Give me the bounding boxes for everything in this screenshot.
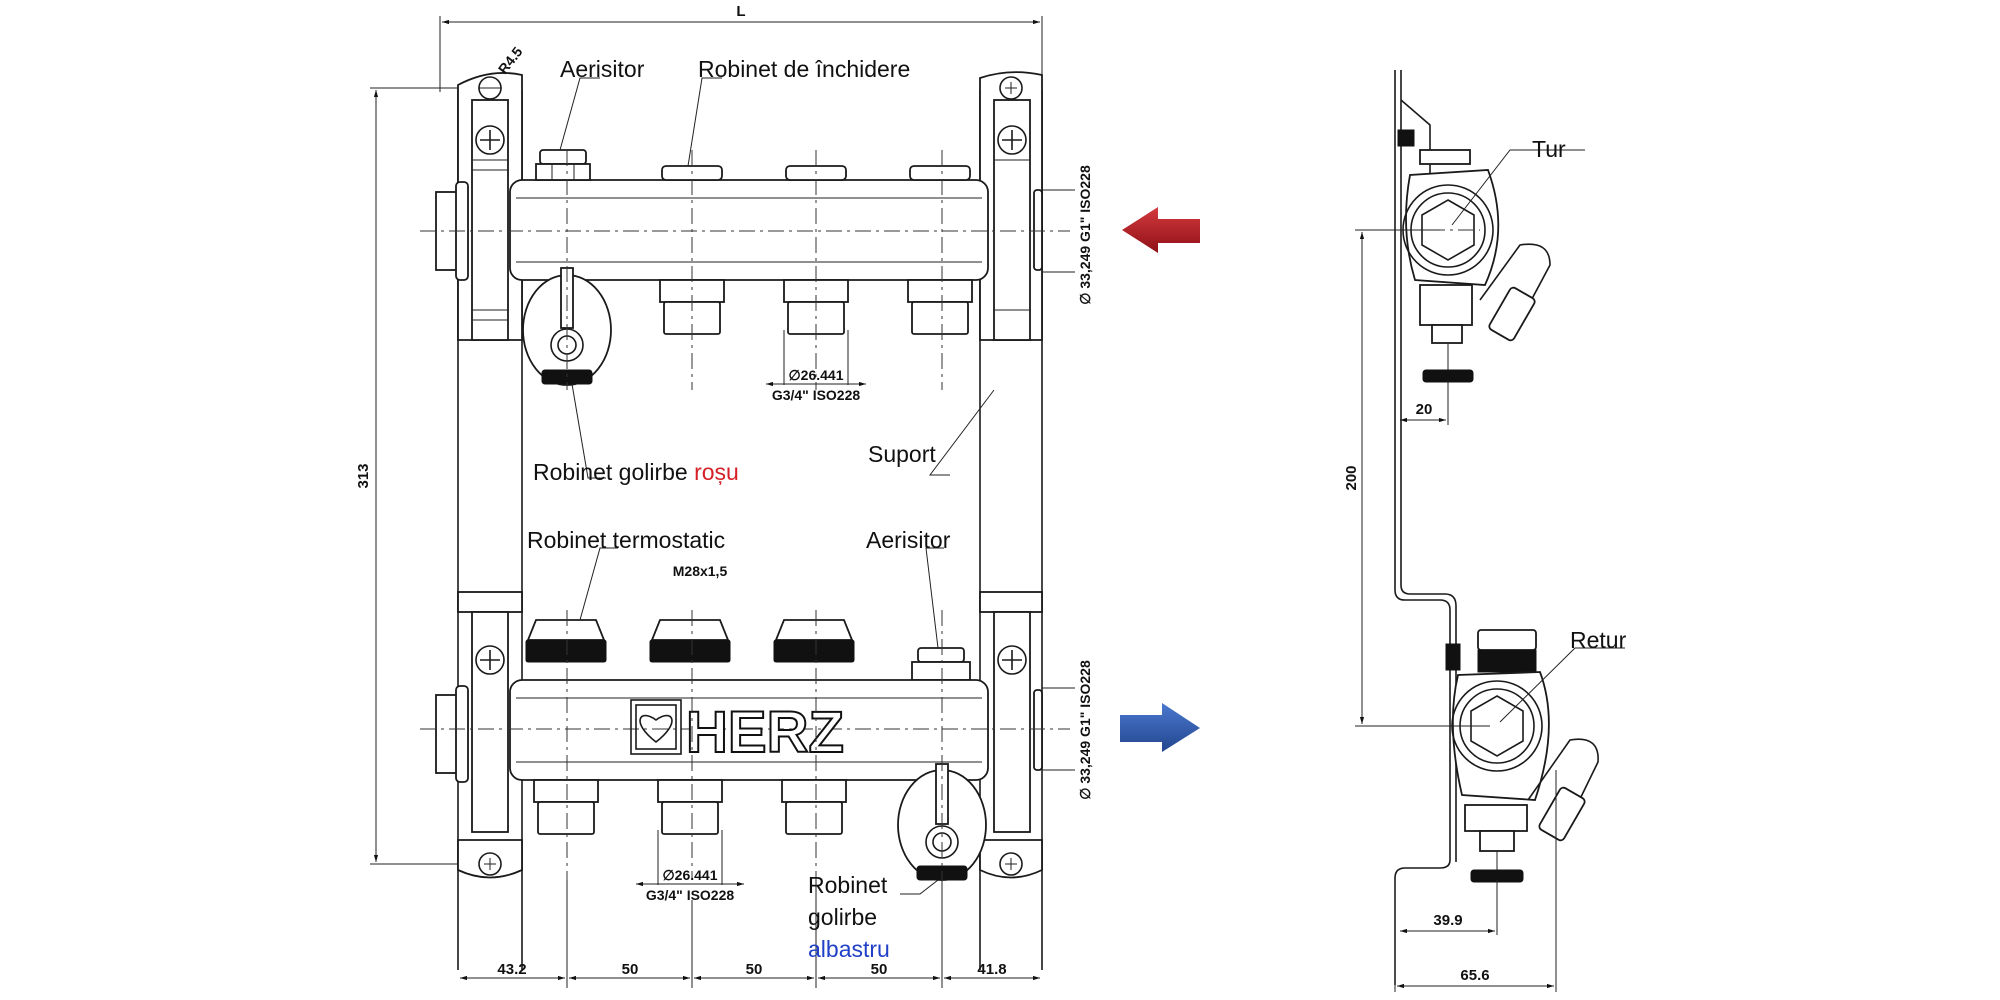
svg-text:∅ 33,249 G1" ISO228: ∅ 33,249 G1" ISO228 [1077, 660, 1093, 800]
heart-icon [639, 714, 673, 744]
mounting-hole-icon [478, 852, 502, 876]
supply-flow-arrow-left-icon [1122, 207, 1200, 253]
mounting-hole-icon [999, 852, 1023, 876]
label-robinet-termostatic: Robinet termostatic [527, 527, 725, 553]
bracket-left-top: R4.5 [457, 44, 526, 341]
bracket-left-bottom [457, 591, 523, 879]
front-view: L 313 R4.5 [355, 3, 1093, 988]
return-flow-arrow-right-icon [1120, 703, 1200, 752]
dim-41-8: 41.8 [977, 961, 1006, 978]
svg-text:G3/4" ISO228: G3/4" ISO228 [646, 887, 735, 903]
label-robinet-golire-rosu: Robinet golirbe roșu [533, 459, 739, 485]
mounting-hole-icon [999, 76, 1023, 100]
dim-43-2: 43.2 [497, 961, 526, 978]
air-vent-top [535, 149, 591, 181]
dim-label-L: L [736, 3, 745, 20]
label-thermo-thread: M28x1,5 [673, 563, 728, 579]
dim-50-b: 50 [746, 961, 763, 978]
return-manifold: HERZ [420, 610, 1070, 881]
screw-icon [475, 645, 505, 675]
label-robinet-albastru-1: Robinet [808, 872, 888, 898]
outlet-dim-upper: ∅26.441 G3/4" ISO228 [766, 330, 866, 403]
label-suport: Suport [868, 441, 936, 467]
label-aerisitor-top: Aerisitor [560, 56, 645, 82]
svg-text:∅ 33,249 G1" ISO228: ∅ 33,249 G1" ISO228 [1077, 165, 1093, 305]
leader-lines [559, 77, 995, 895]
label-robinet-inchidere: Robinet de închidere [698, 56, 910, 82]
dimension-200: 200 [1343, 229, 1490, 727]
supply-outlets [659, 279, 973, 335]
brand-text: HERZ [686, 700, 844, 765]
bracket-right-top [979, 71, 1043, 341]
screw-icon [997, 645, 1027, 675]
herz-logo: HERZ [630, 699, 845, 766]
svg-text:20: 20 [1416, 401, 1433, 418]
supply-thread-dim: ∅ 33,249 G1" ISO228 [1042, 165, 1093, 305]
svg-text:200: 200 [1343, 465, 1360, 490]
label-retur: Retur [1570, 627, 1627, 653]
bottom-dimension-chain: 43.2 50 50 50 41.8 [460, 880, 1040, 988]
dimension-L: L [439, 3, 1043, 92]
screw-icon [997, 125, 1027, 155]
screw-icon [475, 125, 505, 155]
svg-text:65.6: 65.6 [1460, 967, 1489, 984]
dimension-65-6: 65.6 [1394, 770, 1557, 992]
return-side-valve [1445, 629, 1599, 883]
side-view: Tur Retur 200 20 39.9 65.6 [1343, 70, 1627, 992]
dimension-39-9: 39.9 [1400, 880, 1498, 935]
dim-50-a: 50 [622, 961, 639, 978]
supply-manifold [420, 149, 1070, 390]
svg-text:∅26.441: ∅26.441 [662, 867, 717, 883]
dim-label-313: 313 [355, 463, 372, 488]
label-tur: Tur [1532, 136, 1566, 162]
dim-50-c: 50 [871, 961, 888, 978]
label-robinet-albastru-3: albastru [808, 936, 890, 962]
bracket-right-bottom [979, 591, 1043, 879]
thermostatic-valve-caps [525, 619, 855, 663]
outlet-dim-lower: ∅26.441 G3/4" ISO228 [636, 830, 744, 903]
air-vent-bottom [911, 647, 971, 681]
label-aerisitor-bottom: Aerisitor [866, 527, 951, 553]
supply-side-valve [1397, 129, 1551, 383]
svg-text:G3/4" ISO228: G3/4" ISO228 [772, 387, 861, 403]
svg-text:∅26.441: ∅26.441 [788, 367, 843, 383]
dim-label-R4.5: R4.5 [495, 44, 526, 77]
svg-text:39.9: 39.9 [1433, 912, 1462, 929]
return-thread-dim: ∅ 33,249 G1" ISO228 [1042, 660, 1093, 800]
dimension-20: 20 [1400, 380, 1449, 425]
return-outlets [533, 779, 847, 835]
label-robinet-albastru-2: golirbe [808, 904, 877, 930]
